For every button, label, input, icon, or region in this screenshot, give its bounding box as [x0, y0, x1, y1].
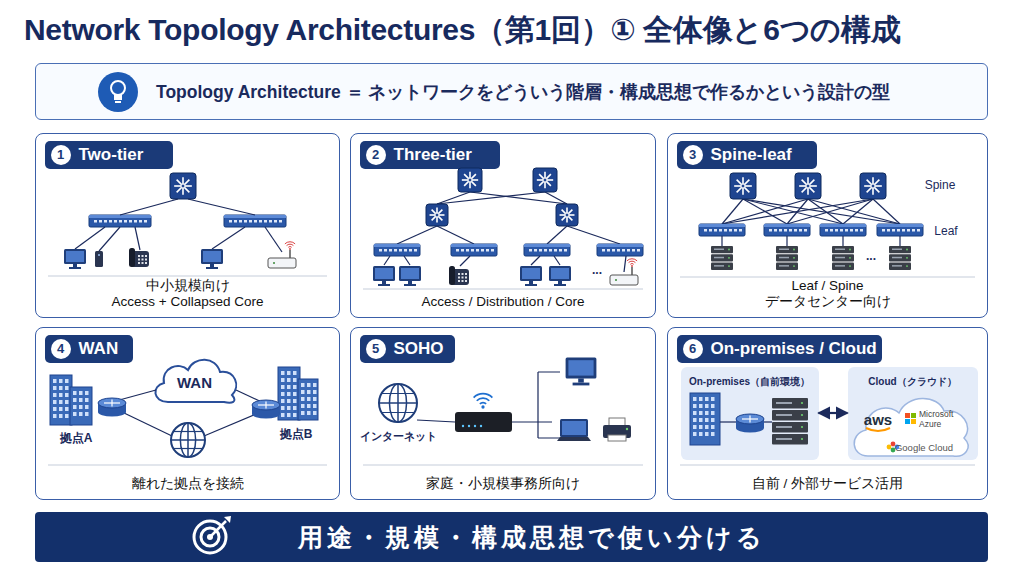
panel-title: Three-tier: [394, 145, 472, 165]
page-title: Network Topology Architectures（第1回）① 全体像…: [24, 10, 900, 51]
panel-caption: Access / Distribution / Core: [351, 294, 655, 310]
caption-block: Access / Distribution / Core: [351, 294, 655, 310]
wan-cloud: WAN: [148, 353, 242, 407]
caption-block: 離れた拠点を接続: [36, 476, 339, 492]
panel-caption: 家庭・小規模事務所向け: [351, 476, 655, 492]
definition-banner: Topology Architecture ＝ ネットワークをどういう階層・構成…: [35, 63, 988, 120]
topology-panel: Access / Distribution / Core 2 Three-tier: [350, 133, 656, 318]
panel-caption: 離れた拠点を接続: [36, 476, 339, 492]
caption-block: 自前 / 外部サービス活用: [668, 476, 987, 492]
callout-number: 6: [683, 339, 703, 359]
diagram-label: Google Cloud: [895, 442, 953, 453]
diagram-label: Microsoft Azure: [919, 409, 965, 429]
panel-caption: Leaf / Spine: [668, 278, 987, 294]
topology-panel: 中小規模向けAccess + Collapsed Core 1 Two-tier: [35, 133, 340, 318]
panel-title: Spine-leaf: [711, 145, 792, 165]
caption-block: Leaf / Spineデータセンター向け: [668, 278, 987, 310]
panel-caption: 中小規模向け: [36, 278, 339, 294]
diagram-label: ...: [866, 249, 876, 263]
topology-panel: 離れた拠点を接続4WANWAN: [35, 327, 340, 500]
callout-number: 2: [366, 145, 386, 165]
caption-block: 中小規模向けAccess + Collapsed Core: [36, 278, 339, 310]
panel-header-tag: 4 WAN: [45, 335, 133, 363]
panel-title: On-premises / Cloud: [711, 339, 877, 359]
panel-caption: 自前 / 外部サービス活用: [668, 476, 987, 492]
panel-header-tag: 3 Spine-leaf: [677, 141, 817, 169]
summary-band: 用途・規模・構成思想で使い分ける: [35, 512, 988, 562]
panel-header-tag: 1 Two-tier: [45, 141, 173, 169]
environment-box: On-premises（自前環境）: [681, 367, 819, 460]
diagram-label: インターネット: [360, 430, 437, 444]
diagram-label: 拠点A: [60, 430, 93, 447]
diagram-label: Leaf: [934, 224, 957, 238]
panel-title: SOHO: [394, 339, 444, 359]
panel-caption: データセンター向け: [668, 294, 987, 310]
box-title: Cloud（クラウド）: [848, 375, 978, 389]
diagram-label: ...: [592, 263, 602, 277]
panel-title: Two-tier: [79, 145, 144, 165]
panel-caption: Access + Collapsed Core: [36, 294, 339, 310]
panel-header-tag: 6 On-premises / Cloud: [677, 335, 882, 363]
diagram-label: Spine: [925, 178, 956, 192]
panel-header-tag: 5 SOHO: [360, 335, 455, 363]
topology-panel: 家庭・小規模事務所向け 5 SOHO: [350, 327, 656, 500]
callout-number: 1: [51, 145, 71, 165]
panel-title: WAN: [79, 339, 119, 359]
cloud-label: WAN: [177, 368, 212, 391]
callout-number: 4: [51, 339, 71, 359]
caption-block: 家庭・小規模事務所向け: [351, 476, 655, 492]
diagram-label: aws: [864, 411, 892, 428]
box-title: On-premises（自前環境）: [681, 375, 819, 389]
summary-text: 用途・規模・構成思想で使い分ける: [298, 521, 766, 554]
panel-header-tag: 2 Three-tier: [360, 141, 500, 169]
callout-number: 5: [366, 339, 386, 359]
callout-number: 3: [683, 145, 703, 165]
banner-text: Topology Architecture ＝ ネットワークをどういう階層・構成…: [156, 80, 890, 104]
diagram-label: 拠点B: [280, 426, 313, 443]
cloud-shape: [155, 359, 236, 402]
